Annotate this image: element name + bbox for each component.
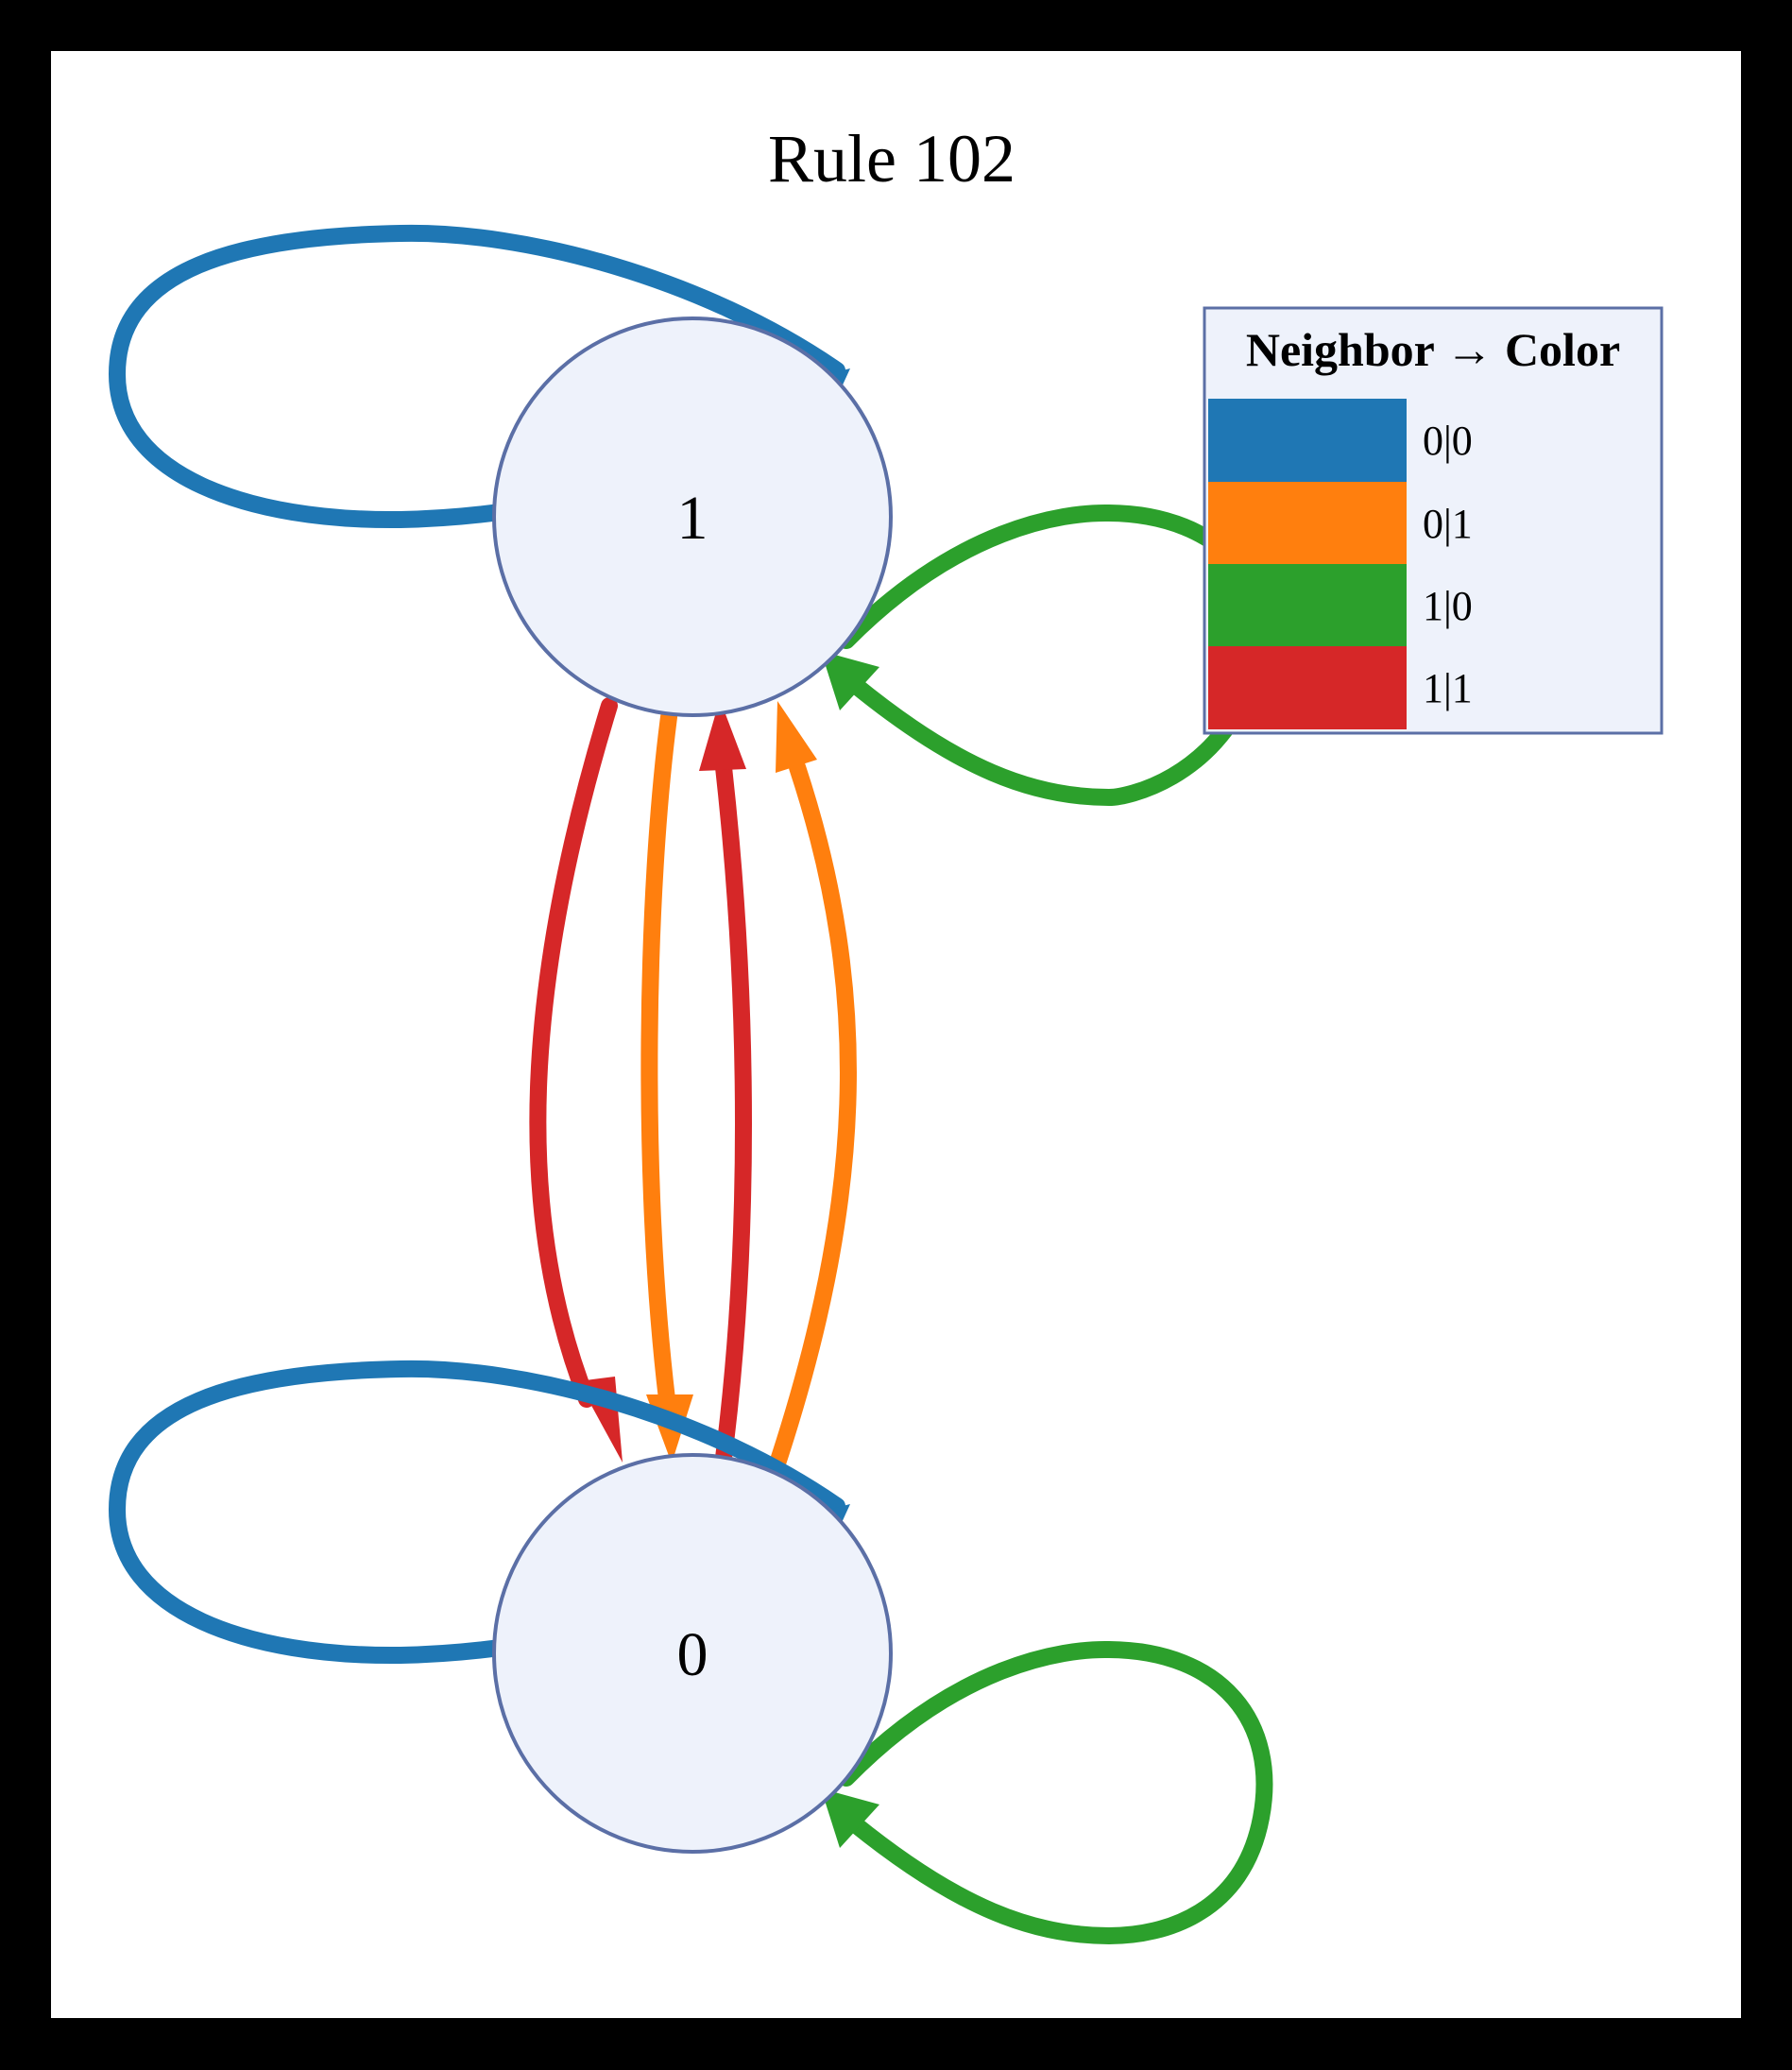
legend-item: 0|1 xyxy=(1208,482,1473,564)
edge-arrowhead xyxy=(699,699,746,771)
legend-swatch xyxy=(1208,399,1407,482)
node-0-label: 0 xyxy=(677,1620,708,1689)
edge-arrowhead xyxy=(776,701,817,773)
state-graph: Rule 102 xyxy=(108,121,1664,1945)
legend-label: 1|1 xyxy=(1423,665,1473,711)
edge-path xyxy=(838,504,1271,807)
edge-0-to-1-neighbor-11 xyxy=(699,699,752,1466)
node-1-circle xyxy=(492,316,893,717)
edge-path xyxy=(767,759,857,1478)
edge-path xyxy=(715,759,752,1466)
legend-swatch xyxy=(1208,646,1407,729)
edge-1-to-0-neighbor-01 xyxy=(640,709,693,1463)
node-1-label: 1 xyxy=(677,484,708,553)
node-0: 0 xyxy=(492,1453,893,1854)
edge-0-to-0-neighbor-10 xyxy=(821,1640,1273,1945)
edge-arrowhead xyxy=(821,651,879,710)
legend-label: 0|1 xyxy=(1423,501,1473,547)
edge-0-to-1-neighbor-01 xyxy=(767,701,857,1478)
diagram-canvas: Rule 102 xyxy=(51,51,1741,2018)
legend-item: 0|0 xyxy=(1208,399,1473,482)
legend-item: 1|1 xyxy=(1208,646,1473,729)
legend-label: 1|0 xyxy=(1423,583,1473,629)
legend-title: Neighbor → Color xyxy=(1246,323,1620,376)
diagram-title: Rule 102 xyxy=(768,121,1015,197)
edge-path xyxy=(640,709,677,1408)
legend-item: 1|0 xyxy=(1208,564,1473,646)
legend-label: 0|0 xyxy=(1423,418,1473,464)
edge-path xyxy=(838,1640,1273,1945)
node-0-circle xyxy=(492,1453,893,1854)
edge-path xyxy=(529,697,618,1408)
legend: Neighbor → Color 0|0 0|1 1|0 1|1 xyxy=(1203,306,1664,735)
legend-swatch xyxy=(1208,482,1407,564)
edge-arrowhead xyxy=(821,1788,879,1848)
edge-1-to-0-neighbor-11 xyxy=(529,697,623,1463)
legend-swatch xyxy=(1208,564,1407,646)
node-1: 1 xyxy=(492,316,893,717)
